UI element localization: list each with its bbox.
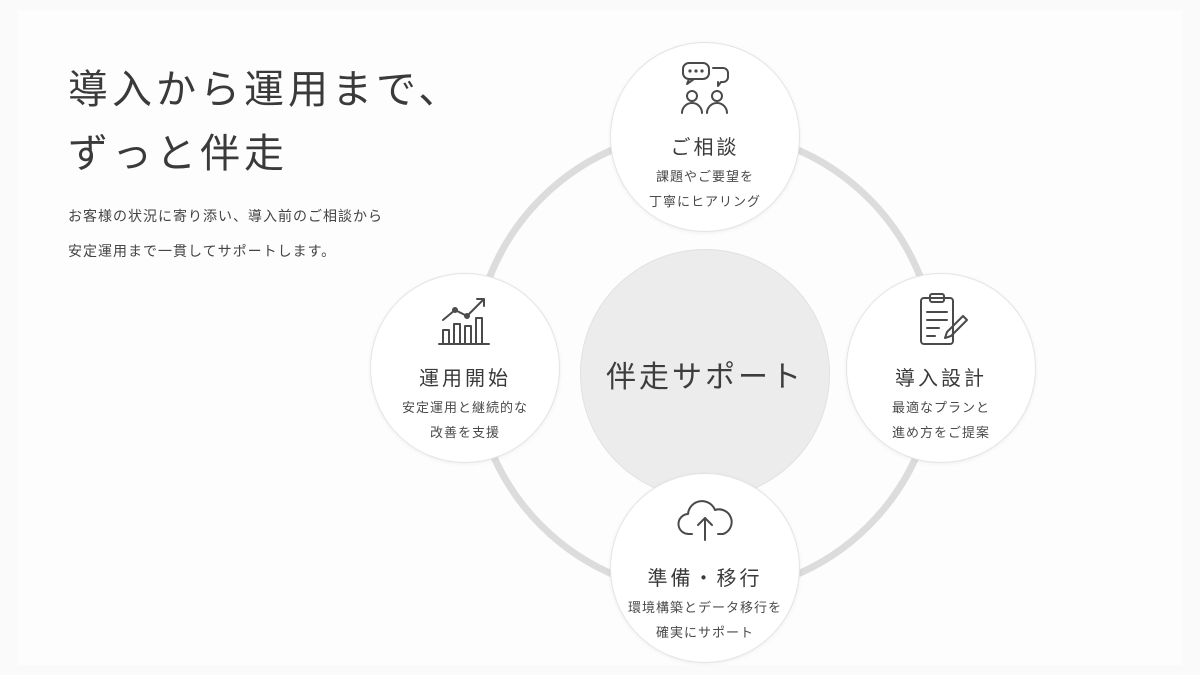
step-description-line-2: 改善を支援: [429, 426, 500, 441]
step-description: 安定運用と継続的な 改善を支援: [371, 396, 559, 446]
step-operation: 運用開始 安定運用と継続的な 改善を支援: [370, 273, 560, 463]
center-circle: 伴走サポート: [580, 249, 830, 499]
step-description: 課題やご要望を 丁寧にヒアリング: [611, 165, 799, 215]
step-description: 最適なプランと 進め方をご提案: [847, 396, 1035, 446]
step-description-line-1: 最適なプランと: [891, 401, 990, 416]
step-description-line-2: 進め方をご提案: [891, 426, 990, 441]
step-description-line-2: 確実にサポート: [655, 626, 754, 641]
headline: 導入から運用まで、 ずっと伴走: [68, 58, 462, 186]
step-description-line-2: 丁寧にヒアリング: [648, 195, 761, 210]
growth-chart-icon: [435, 290, 495, 350]
step-title: 運用開始: [419, 366, 511, 390]
center-label: 伴走サポート: [606, 360, 804, 395]
consultation-icon: [675, 59, 735, 119]
lead-text: お客様の状況に寄り添い、導入前のご相談から 安定運用まで一貫してサポートします。: [68, 200, 383, 270]
headline-line-1: 導入から運用まで、: [68, 67, 463, 113]
cloud-upload-icon: [675, 490, 735, 550]
lead-line-1: お客様の状況に寄り添い、導入前のご相談から: [68, 209, 383, 225]
step-title: 準備・移行: [647, 566, 763, 590]
step-description: 環境構築とデータ移行を 確実にサポート: [611, 596, 799, 646]
clipboard-pen-icon: [911, 290, 971, 350]
lead-line-2: 安定運用まで一貫してサポートします。: [68, 244, 337, 260]
step-description-line-1: 環境構築とデータ移行を: [627, 601, 782, 616]
step-migration: 準備・移行 環境構築とデータ移行を 確実にサポート: [610, 473, 800, 663]
step-design: 導入設計 最適なプランと 進め方をご提案: [846, 273, 1036, 463]
step-title: 導入設計: [895, 366, 987, 390]
step-consultation: ご相談 課題やご要望を 丁寧にヒアリング: [610, 42, 800, 232]
headline-line-2: ずっと伴走: [68, 131, 288, 177]
step-description-line-1: 課題やご要望を: [655, 170, 754, 185]
step-description-line-1: 安定運用と継続的な: [401, 401, 528, 416]
step-title: ご相談: [670, 135, 740, 159]
